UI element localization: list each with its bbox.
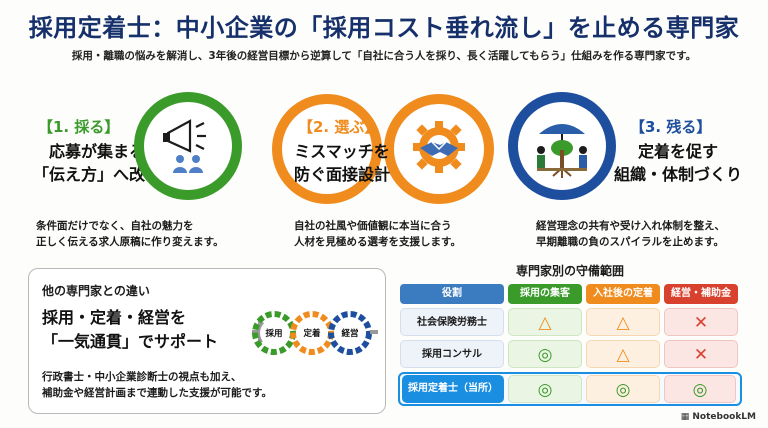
- table-header-recruit: 採用の集客: [508, 284, 582, 304]
- coverage-table-title: 専門家別の守備範囲: [515, 264, 624, 278]
- gear-retention: 定着: [290, 311, 334, 355]
- table-row-3-role: 採用定着士（当所）: [402, 375, 504, 403]
- table-row-1-management: ✕: [664, 308, 738, 336]
- three-gears-diagram: 採用 定着 経営: [252, 311, 378, 355]
- page-subtitle: 採用・離職の悩みを解消し、3年後の経営目標から逆算して「自社に合う人を採り、長く…: [71, 50, 697, 62]
- notebook-icon: ▦: [680, 412, 690, 422]
- difference-desc-line1: 行政書士・中小企業診断士の視点も加え、: [42, 371, 242, 383]
- step-2-desc-line1: 自社の社風や価値観に本当に合う: [294, 220, 452, 232]
- step-2-heading-line2: 防ぐ面接設計: [293, 165, 390, 184]
- step-3-label: 【3. 残る】: [630, 118, 712, 136]
- step-1-ring: [134, 92, 242, 200]
- step-2-heading: ミスマッチを 防ぐ面接設計: [282, 140, 402, 186]
- table-row-2-retention: △: [586, 340, 660, 368]
- difference-title: 他の専門家との違い: [42, 284, 150, 298]
- step-3-heading: 定着を促す 組織・体制づくり: [598, 140, 758, 186]
- table-row-1-role: 社会保険労務士: [400, 308, 504, 336]
- step-3-heading-line1: 定着を促す: [637, 142, 718, 161]
- table-row-2-management: ✕: [664, 340, 738, 368]
- gear-label-management: 経営: [341, 328, 358, 339]
- step-1-label: 【1. 採る】: [38, 118, 120, 136]
- step-3-description: 経営理念の共有や受け入れ体制を整え、 早期離職の負のスパイラルを止めます。: [536, 218, 725, 250]
- step-3-desc-line2: 早期離職の負のスパイラルを止めます。: [536, 236, 724, 248]
- table-header-retention: 入社後の定着: [586, 284, 660, 304]
- step-1-desc-line1: 条件面だけでなく、自社の魅力を: [36, 220, 194, 232]
- step-2-desc-line2: 人材を見極める選考を支援します。: [294, 236, 461, 248]
- brand-watermark: ▦ NotebookLM: [681, 412, 756, 422]
- table-row-3-recruit: ◎: [508, 375, 582, 403]
- step-2-label: 【2. 選ぶ】: [298, 118, 380, 136]
- tree-growth-icon: [537, 124, 587, 178]
- step-3-desc-line1: 経営理念の共有や受け入れ体制を整え、: [536, 220, 725, 232]
- handshake-gear-icon: [413, 121, 465, 173]
- brand-name: NotebookLM: [692, 412, 756, 422]
- megaphone-icon: [163, 119, 206, 173]
- difference-heading: 採用・定着・経営を 「一気通貫」でサポート: [42, 306, 218, 354]
- table-row-2-role: 採用コンサル: [400, 340, 504, 368]
- step-1-heading-line2: 「伝え方」へ改善: [32, 165, 161, 184]
- coverage-table: 役割 採用の集客 入社後の定着 経営・補助金 社会保険労務士 △ △ ✕ 採用コ…: [398, 284, 742, 408]
- difference-heading-line1: 採用・定着・経営を: [42, 308, 187, 327]
- step-1-heading-line1: 応募が集まる: [48, 142, 145, 161]
- table-row-1-recruit: △: [508, 308, 582, 336]
- difference-desc-line2: 補助金や経営計画まで連動した支援が可能です。: [42, 387, 272, 399]
- difference-description: 行政書士・中小企業診断士の視点も加え、 補助金や経営計画まで連動した支援が可能で…: [42, 369, 272, 401]
- gear-management: 経営: [328, 311, 372, 355]
- table-row-3-retention: ◎: [586, 375, 660, 403]
- page-title: 採用定着士：中小企業の「採用コスト垂れ流し」を止める専門家: [28, 14, 740, 42]
- step-1-desc-line2: 正しく伝える求人原稿に作り変えます。: [36, 236, 224, 248]
- step-1-heading: 応募が集まる 「伝え方」へ改善: [22, 140, 172, 186]
- step-3-heading-line2: 組織・体制づくり: [613, 165, 742, 184]
- difference-heading-line2: 「一気通貫」でサポート: [42, 332, 219, 351]
- step-2-heading-line1: ミスマッチを: [294, 142, 390, 161]
- table-header-management: 経営・補助金: [664, 284, 738, 304]
- table-row-1-retention: △: [586, 308, 660, 336]
- gear-recruit: 採用: [252, 311, 296, 355]
- gear-label-recruit: 採用: [265, 328, 282, 339]
- step-2-description: 自社の社風や価値観に本当に合う 人材を見極める選考を支援します。: [294, 218, 461, 250]
- table-header-role: 役割: [400, 284, 504, 304]
- table-row-2-recruit: ◎: [508, 340, 582, 368]
- table-row-3-management: ◎: [664, 375, 736, 403]
- step-1-description: 条件面だけでなく、自社の魅力を 正しく伝える求人原稿に作り変えます。: [36, 218, 224, 250]
- step-2-ring-left: [272, 94, 382, 204]
- gear-label-retention: 定着: [302, 328, 321, 339]
